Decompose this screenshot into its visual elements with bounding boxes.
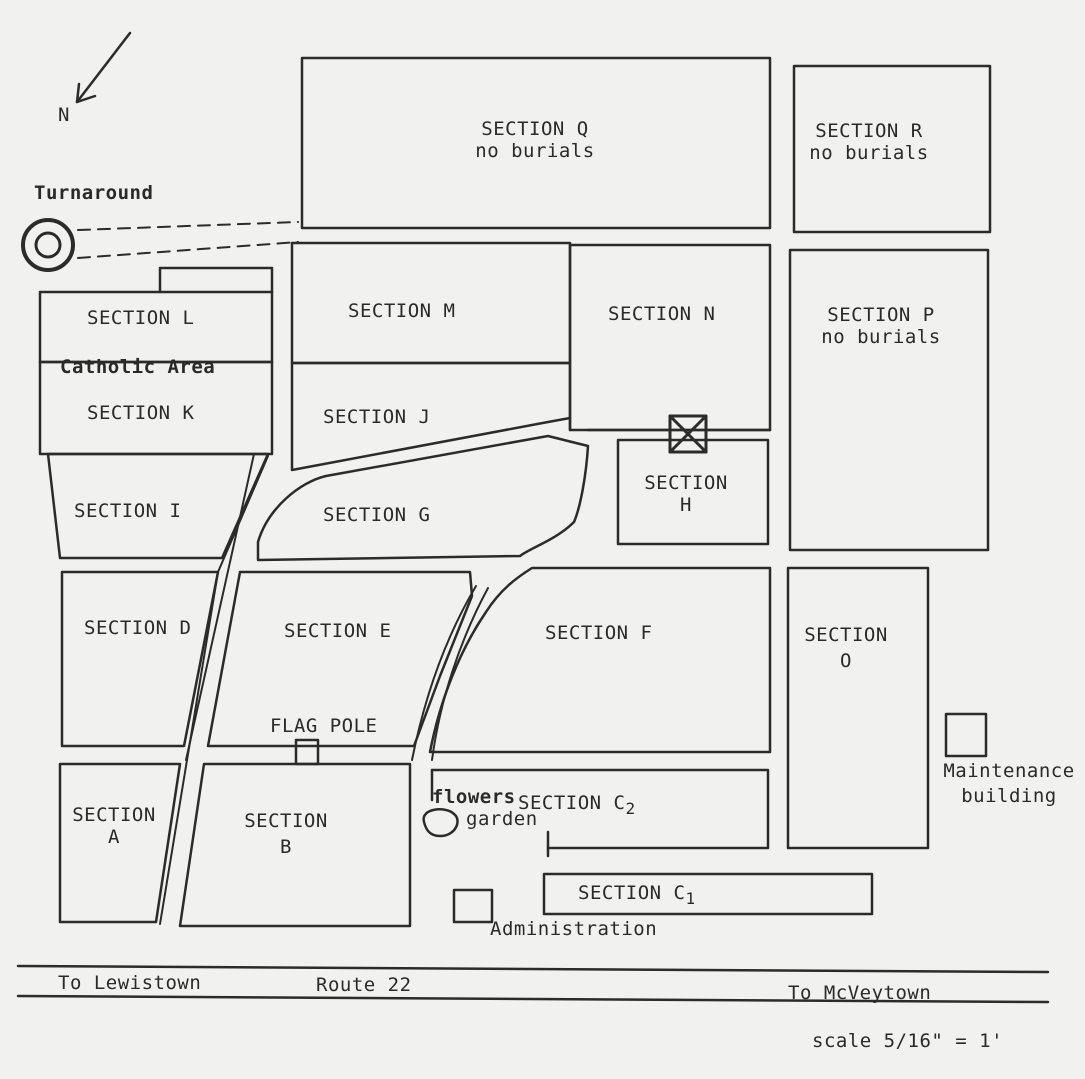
to-lewistown-label: To Lewistown: [58, 972, 202, 994]
to-mcveytown-label: To McVeytown: [788, 982, 932, 1004]
section-a-plot: [58, 762, 182, 924]
section-i-label: SECTION I: [74, 500, 182, 522]
route-22-south-edge: [16, 994, 1050, 1004]
chapel-icon: [668, 414, 708, 454]
scale-label: scale 5/16" = 1': [812, 1030, 1004, 1052]
catholic-area-label: Catholic Area: [60, 356, 216, 378]
turnaround-lane: [77, 221, 299, 259]
section-q-plot: [300, 56, 772, 230]
section-c1-label: SECTION C1: [578, 882, 696, 908]
flower-garden-icon: [422, 808, 459, 838]
section-p-plot: [788, 248, 990, 552]
section-g-label: SECTION G: [323, 504, 431, 526]
route-22-north-edge: [16, 964, 1050, 974]
cemetery-lanes: [159, 453, 489, 925]
section-i-plot: [46, 452, 270, 560]
section-g-plot: [256, 434, 590, 562]
section-c2-label: SECTION C2: [518, 792, 636, 818]
flower-garden-label-2: garden: [466, 808, 538, 830]
section-k-label: SECTION K: [87, 402, 195, 424]
section-l-label: SECTION L: [87, 307, 195, 329]
section-c2-plot: [430, 768, 770, 850]
north-arrow-icon: [75, 31, 132, 104]
administration-label: Administration: [490, 918, 658, 940]
section-m-label: SECTION M: [348, 300, 456, 322]
section-o-plot: [786, 566, 930, 850]
section-j-label: SECTION J: [323, 406, 431, 428]
section-b-plot: [178, 762, 412, 928]
administration-building-icon: [452, 888, 494, 924]
section-n-plot: [568, 243, 772, 432]
section-f-plot: [428, 566, 772, 754]
turnaround-label: Turnaround: [34, 182, 154, 204]
flag-pole-icon: [294, 738, 320, 766]
section-j-plot: [290, 361, 572, 472]
section-f-label: SECTION F: [545, 622, 653, 644]
route-22-label: Route 22: [316, 974, 412, 996]
flag-pole-label: FLAG POLE: [270, 715, 378, 737]
maintenance-building-icon: [944, 712, 988, 758]
section-d-label: SECTION D: [84, 617, 192, 639]
section-e-label: SECTION E: [284, 620, 392, 642]
flower-garden-label-1: flowers: [432, 786, 516, 808]
section-r-plot: [792, 64, 992, 234]
compass-label: N: [58, 104, 70, 126]
turnaround-icon: [21, 218, 75, 272]
section-d-plot: [60, 570, 220, 748]
section-n-label: SECTION N: [608, 303, 716, 325]
section-c1-plot: [542, 872, 874, 916]
section-e-plot: [206, 570, 474, 748]
